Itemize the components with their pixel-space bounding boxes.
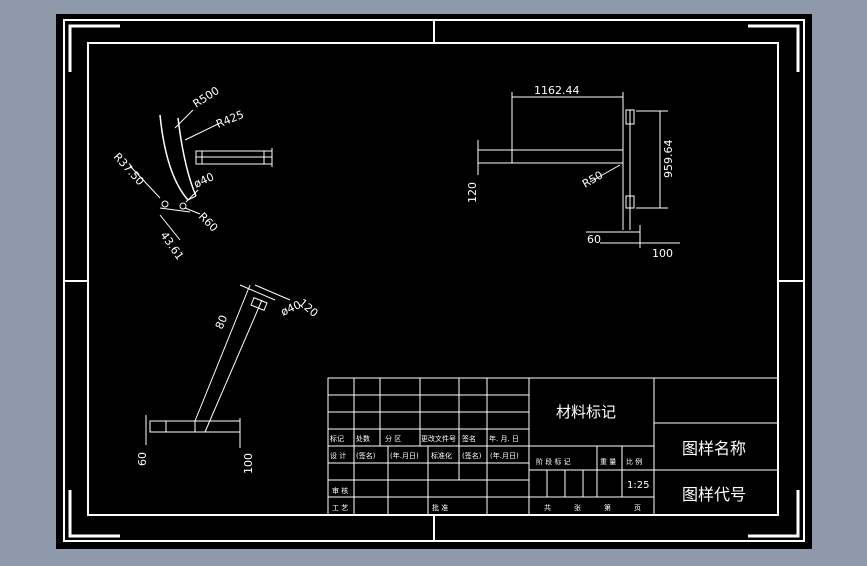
hdr-weight: 重 量 bbox=[600, 458, 616, 466]
hdr-date: 年. 月. 日 bbox=[489, 434, 519, 443]
footer-page: 页 bbox=[634, 504, 641, 512]
dim-959-64: 959.64 bbox=[662, 140, 675, 179]
row-design-sign: (签名) bbox=[356, 451, 376, 460]
hdr-change-doc: 更改文件号 bbox=[421, 434, 456, 443]
hdr-sign: 签名 bbox=[462, 434, 476, 443]
dim-60-right: 60 bbox=[587, 233, 601, 246]
dim-100-lower: 100 bbox=[242, 453, 255, 474]
scale-value: 1:25 bbox=[627, 480, 649, 491]
dim-100-right: 100 bbox=[652, 247, 673, 260]
footer-total: 共 bbox=[544, 503, 551, 512]
drawing-sheet bbox=[56, 14, 812, 549]
row-design: 设 计 bbox=[330, 451, 346, 460]
hdr-count: 处数 bbox=[356, 434, 370, 443]
row-design-date: (年.月日) bbox=[390, 451, 419, 460]
hdr-mark: 标记 bbox=[330, 434, 344, 443]
hdr-zone: 分 区 bbox=[385, 434, 401, 443]
dim-120-right: 120 bbox=[466, 182, 479, 203]
row-standard: 标准化 bbox=[431, 451, 452, 460]
row-standard-date: (年.月日) bbox=[490, 451, 519, 460]
view-bottom-left bbox=[145, 284, 291, 448]
label-approve: 批 准 bbox=[432, 503, 448, 512]
row-standard-sign: (签名) bbox=[462, 451, 482, 460]
hdr-scale: 比 例 bbox=[626, 457, 642, 466]
dim-60-lower: 60 bbox=[136, 452, 149, 466]
drawing-name: 图样名称 bbox=[682, 439, 746, 458]
footer-no: 第 bbox=[604, 503, 611, 512]
hdr-stage-mark: 阶 段 标 记 bbox=[536, 457, 571, 466]
label-review: 审 核 bbox=[332, 486, 348, 495]
label-process: 工 艺 bbox=[332, 504, 348, 512]
title-block-grid bbox=[327, 377, 779, 516]
dim-1162-44: 1162.44 bbox=[534, 84, 580, 97]
view-top-left bbox=[129, 109, 273, 241]
view-top-right bbox=[477, 92, 680, 248]
dim-80: 80 bbox=[213, 313, 230, 331]
drawing-code: 图样代号 bbox=[682, 485, 746, 504]
footer-sheets: 张 bbox=[574, 503, 581, 512]
material-mark: 材料标记 bbox=[556, 403, 616, 421]
